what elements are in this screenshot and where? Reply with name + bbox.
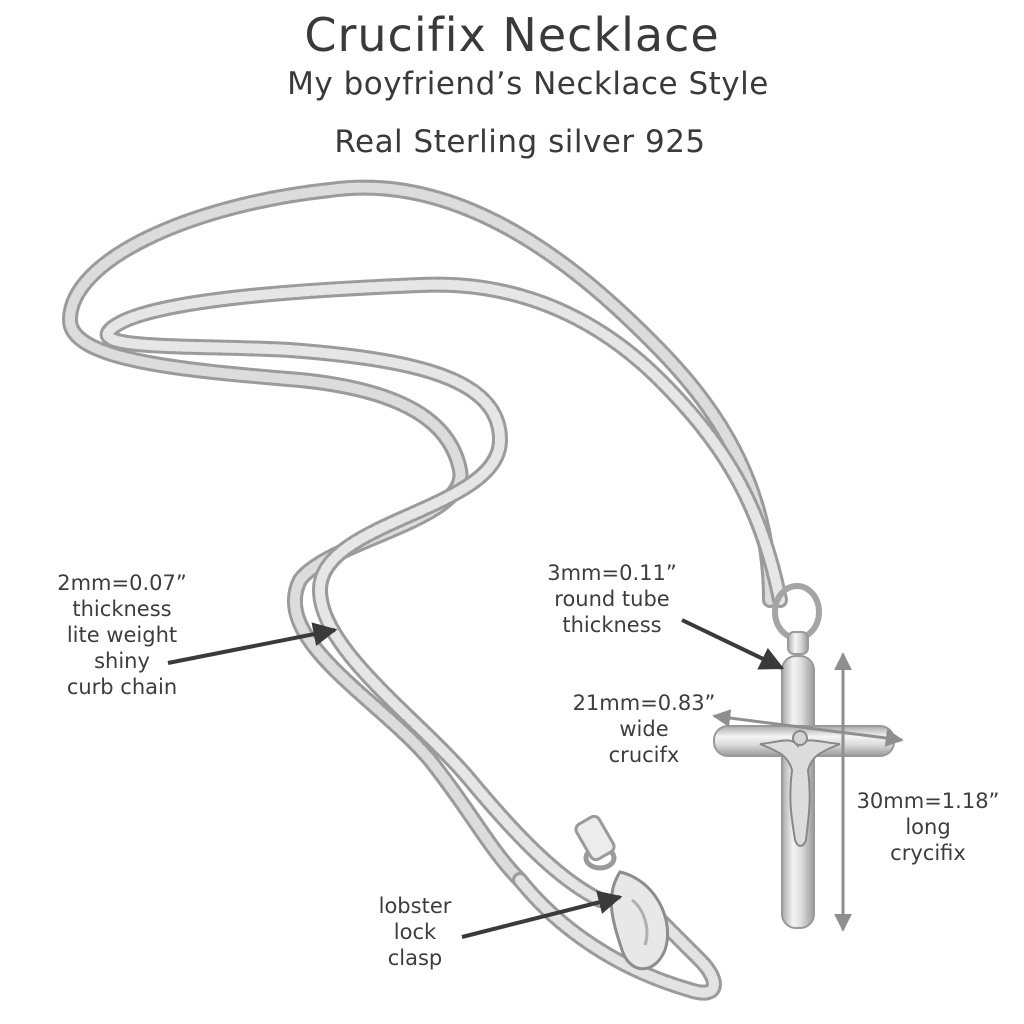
tube-annotation-line: round tube xyxy=(554,587,670,611)
tube-annotation: 3mm=0.11” round tube thickness xyxy=(532,560,692,638)
chain-annotation-line: shiny xyxy=(94,649,150,673)
chain-annotation: 2mm=0.07” thickness lite weight shiny cu… xyxy=(38,570,206,700)
clasp-pointer-arrow xyxy=(461,890,623,939)
width-annotation-line: crucifx xyxy=(608,743,680,767)
clasp-annotation-line: lobster xyxy=(378,894,452,918)
chain-annotation-line: thickness xyxy=(72,597,172,621)
material-line: Real Sterling silver 925 xyxy=(334,124,706,160)
length-annotation-line: crycifix xyxy=(890,841,966,865)
tube-annotation-line: thickness xyxy=(562,613,662,637)
clasp-annotation-line: clasp xyxy=(387,946,443,970)
tube-annotation-line: 3mm=0.11” xyxy=(547,561,677,585)
length-annotation-line: 30mm=1.18” xyxy=(856,789,1000,813)
chain-annotation-line: curb chain xyxy=(66,675,178,699)
clasp-annotation-line: lock xyxy=(393,920,437,944)
length-annotation: 30mm=1.18” long crycifix xyxy=(838,788,1018,866)
width-annotation-line: wide xyxy=(619,717,669,741)
chain-pointer-arrow xyxy=(167,622,338,665)
width-annotation-line: 21mm=0.83” xyxy=(572,691,716,715)
chain-annotation-line: lite weight xyxy=(66,623,178,647)
width-dimension-line xyxy=(712,709,904,747)
tube-pointer-arrow xyxy=(681,618,785,670)
lobster-clasp-image xyxy=(574,814,670,971)
crucifix-pendant-image xyxy=(713,583,895,929)
product-subtitle: My boyfriend’s Necklace Style xyxy=(287,66,769,102)
chain-annotation-line: 2mm=0.07” xyxy=(57,571,187,595)
clasp-annotation: lobster lock clasp xyxy=(370,893,460,971)
length-annotation-line: long xyxy=(905,815,951,839)
width-annotation: 21mm=0.83” wide crucifx xyxy=(570,690,718,768)
product-title: Crucifix Necklace xyxy=(304,8,720,62)
